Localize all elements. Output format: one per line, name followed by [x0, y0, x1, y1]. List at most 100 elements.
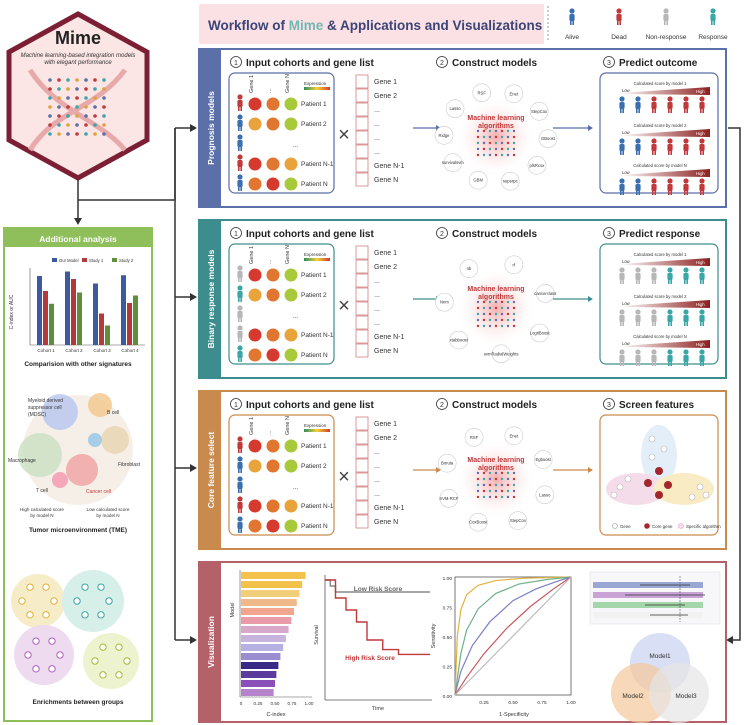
algorithm-node [439, 489, 459, 508]
mime-dot [66, 87, 70, 91]
legend-swatch [52, 258, 57, 262]
cindex-bar [241, 653, 281, 660]
step-number: 2 [440, 402, 444, 409]
ml-dot [494, 318, 498, 322]
gene-box [355, 416, 369, 431]
cohort-tick-label: Cohort 2 [65, 348, 83, 353]
ml-dot [482, 141, 486, 145]
algorithm-label: Enet [510, 433, 519, 438]
ml-dot [512, 129, 516, 133]
cindex-bar [241, 626, 289, 633]
legend-person-icon [616, 8, 622, 25]
gene-box [355, 486, 369, 501]
algorithm-label: Boruta [441, 461, 454, 466]
algorithm-node [533, 450, 553, 469]
patient-icon [683, 309, 689, 326]
gene-box [355, 287, 369, 302]
ml-dot [500, 129, 504, 133]
bar-mark [127, 303, 132, 345]
ml-dot [476, 477, 480, 481]
algorithm-label: xtabboost [450, 338, 469, 343]
tme-high-score: High calculated score [20, 507, 64, 512]
patient-icon [699, 138, 705, 155]
expression-dot [248, 117, 262, 131]
tme-cancer: Cancer cell [86, 489, 111, 495]
gene-label: Gene N-1 [374, 163, 404, 170]
enrichment-node [97, 611, 105, 619]
patient-icon [699, 96, 705, 113]
header-title: Workflow of Mime & Applications and Visu… [208, 18, 542, 33]
ml-dot [482, 312, 486, 316]
multiply-sign: × [338, 466, 350, 488]
enrichment-node [115, 671, 123, 679]
patient-icon [683, 349, 689, 366]
ml-dot [476, 135, 480, 139]
patient-icon [683, 138, 689, 155]
patient-icon [667, 178, 673, 195]
multiply-sign: × [338, 295, 350, 317]
expression-dot [266, 177, 280, 191]
expression-dot [266, 499, 280, 513]
ml-dot [476, 324, 480, 328]
algorithm-label: StepCox [510, 518, 527, 523]
tme-low-score-2: by model N [96, 513, 119, 518]
mime-dot [93, 114, 97, 118]
gene-label: Gene N-1 [374, 334, 404, 341]
enrichment-node [123, 657, 131, 665]
gene-box [355, 273, 369, 288]
algorithm-label: svmRadialWeights [484, 351, 519, 356]
high-label: High [696, 171, 705, 176]
step-number-icon [603, 398, 615, 410]
tme-low-score: Low calculated score [87, 507, 130, 512]
mime-dot [93, 132, 97, 136]
gene-dot [688, 493, 696, 501]
gene-col-header: Gene 1 [249, 417, 255, 435]
enrichment-node [81, 583, 89, 591]
roc-curve [454, 576, 572, 696]
step-number: 2 [440, 60, 444, 67]
mime-dot [84, 114, 88, 118]
algorithm-label: Lasso [539, 492, 551, 497]
ml-dot [482, 300, 486, 304]
ml-dot [506, 495, 510, 499]
ml-dot [488, 306, 492, 310]
forest-plot [589, 571, 721, 625]
risk-gradient [620, 87, 710, 95]
algorithm-label: Lasso [449, 106, 461, 111]
expression-dot [248, 499, 262, 513]
ml-dot [494, 135, 498, 139]
patient-icon [651, 138, 657, 155]
algorithm-label: survivalsvm [442, 160, 464, 165]
cindex-bar [241, 599, 297, 606]
matrix-box [228, 414, 335, 536]
enrichment-node [73, 597, 81, 605]
algorithm-node [443, 153, 463, 172]
gene-dot [616, 483, 624, 491]
ml-label: Machine learning [467, 115, 524, 122]
gene-col-header: Gene N [285, 416, 291, 435]
gene-col-header: ... [267, 88, 273, 93]
legend-person-icon [710, 8, 716, 25]
expression-dot [266, 117, 280, 131]
patient-icon [651, 349, 657, 366]
algorithm-label: LogitBoost [530, 330, 551, 335]
patient-label: Patient 2 [301, 463, 327, 470]
mime-dot [57, 78, 61, 82]
enrichment-node [42, 611, 50, 619]
ml-dot [500, 477, 504, 481]
expression-dot [284, 348, 298, 362]
enrichment-node [99, 643, 107, 651]
ml-dot [512, 300, 516, 304]
gene-dot [648, 435, 656, 443]
mime-dot [84, 87, 88, 91]
ml-dot [482, 129, 486, 133]
tme-mdsc-3: (MDSC) [28, 412, 46, 418]
mime-dot [84, 132, 88, 136]
ml-dot [476, 483, 480, 487]
patient-label: Patient N-1 [301, 503, 334, 510]
bar-mark [93, 283, 98, 345]
ml-dot [488, 483, 492, 487]
mime-dot [75, 132, 79, 136]
